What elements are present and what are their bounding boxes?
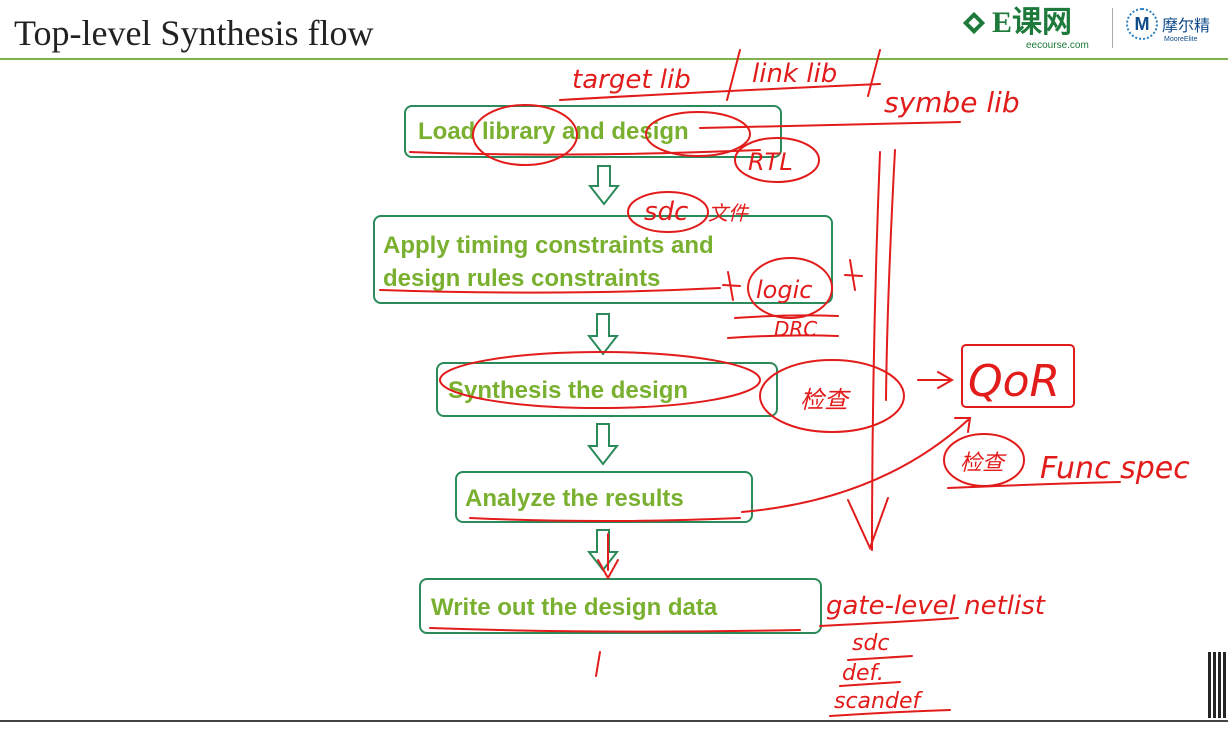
arrow-down-icon: [586, 313, 620, 356]
underline-write-out: [429, 627, 801, 633]
circle-library: [472, 104, 578, 166]
slash-mark: [726, 49, 741, 101]
line-to-rtl: [699, 121, 961, 129]
underline-def: [839, 681, 901, 687]
step-load-library: Load library and design: [404, 105, 782, 158]
annotation-out-sdc: sdc: [852, 631, 890, 656]
mooreelite-sub: MooreElite: [1164, 36, 1198, 43]
annotation-sdc-note: 文件: [708, 201, 750, 225]
underline-func-spec: [947, 481, 1121, 489]
arrow-down-icon: [586, 529, 620, 572]
annotation-link-lib: link lib: [752, 59, 837, 89]
underline-drc: [734, 314, 839, 319]
annotation-gate-netlist: gate-level netlist: [826, 591, 1046, 621]
box-qor: [961, 344, 1075, 408]
step-label: Analyze the results: [465, 485, 684, 512]
annotation-symbol-lib: symbe lib: [884, 86, 1020, 119]
vertical-feedback-line: [871, 151, 881, 551]
circle-logic: [747, 257, 833, 319]
eecourse-brand: E课网: [992, 6, 1073, 39]
flow-arrows: [586, 165, 621, 572]
red-arrow-step4: [597, 533, 619, 581]
step-write-out: Write out the design data: [419, 578, 822, 634]
star-icon: [722, 271, 741, 301]
slash-mark: [867, 49, 881, 97]
mooreelite-logo: M 摩尔精: [1126, 8, 1210, 40]
annotation-check: 检查: [800, 386, 851, 414]
step-analyze: Analyze the results: [455, 471, 753, 523]
footer-rule: [0, 720, 1228, 722]
circle-rtl: [734, 137, 820, 183]
circle-check: [759, 359, 905, 433]
underline-analyze: [469, 517, 741, 522]
annotation-qor: QoR: [968, 356, 1060, 407]
underline-step1: [409, 149, 761, 156]
star-icon: [844, 259, 863, 291]
eecourse-logo: E课网: [962, 8, 1072, 38]
diamond-logo-icon: [962, 11, 986, 35]
logo-separator: [1112, 8, 1113, 48]
underline-netlist: [819, 617, 959, 627]
circle-design: [645, 111, 751, 157]
arrow-down-icon: [586, 423, 620, 466]
handwritten-marks: [379, 49, 1121, 717]
annotation-check2: 检查: [960, 451, 1007, 476]
qr-code-icon: [1208, 652, 1228, 718]
mooreelite-brand: 摩尔精: [1162, 18, 1211, 35]
step-apply-constraints: Apply timing constraints and design rule…: [373, 215, 833, 304]
arrow-analyze-to-qor: [741, 417, 972, 513]
step-label-line2: design rules constraints: [383, 265, 661, 292]
annotation-sdc: sdc: [644, 197, 688, 227]
circle-synthesis: [439, 351, 761, 409]
arrow-down-icon: [587, 165, 621, 206]
annotation-rtl: RTL: [748, 148, 793, 176]
annotation-out-scandef: scandef: [834, 689, 923, 714]
mark-below: [595, 651, 601, 677]
step-label: Write out the design data: [431, 594, 718, 621]
page-title: Top-level Synthesis flow: [14, 13, 374, 53]
handwritten-text: target lib link lib symbe lib RTL sdc 文件…: [572, 59, 1190, 714]
annotation-func-spec: Func spec: [1040, 451, 1190, 486]
circle-sdc: [627, 191, 709, 233]
underline-scandef: [829, 709, 951, 717]
step-label: Load library and design: [418, 118, 689, 145]
arrowhead: [847, 497, 889, 551]
m-badge-icon: M: [1126, 8, 1158, 40]
header-rule: [0, 58, 1228, 60]
annotation-out-def: def.: [842, 661, 884, 686]
underline-drc2: [727, 334, 839, 339]
vertical-line2: [885, 149, 896, 401]
underline-sdc: [847, 655, 913, 661]
underline-step2: [379, 287, 721, 294]
annotation-drc: DRC: [774, 317, 817, 341]
annotation-target-lib: target lib: [572, 65, 691, 95]
arrow-to-qor: [917, 371, 955, 389]
annotation-logic: logic: [756, 276, 812, 304]
eecourse-url: eecourse.com: [1026, 40, 1089, 51]
step-label: Apply timing constraints and: [383, 232, 714, 259]
underline-libs: [559, 83, 881, 101]
